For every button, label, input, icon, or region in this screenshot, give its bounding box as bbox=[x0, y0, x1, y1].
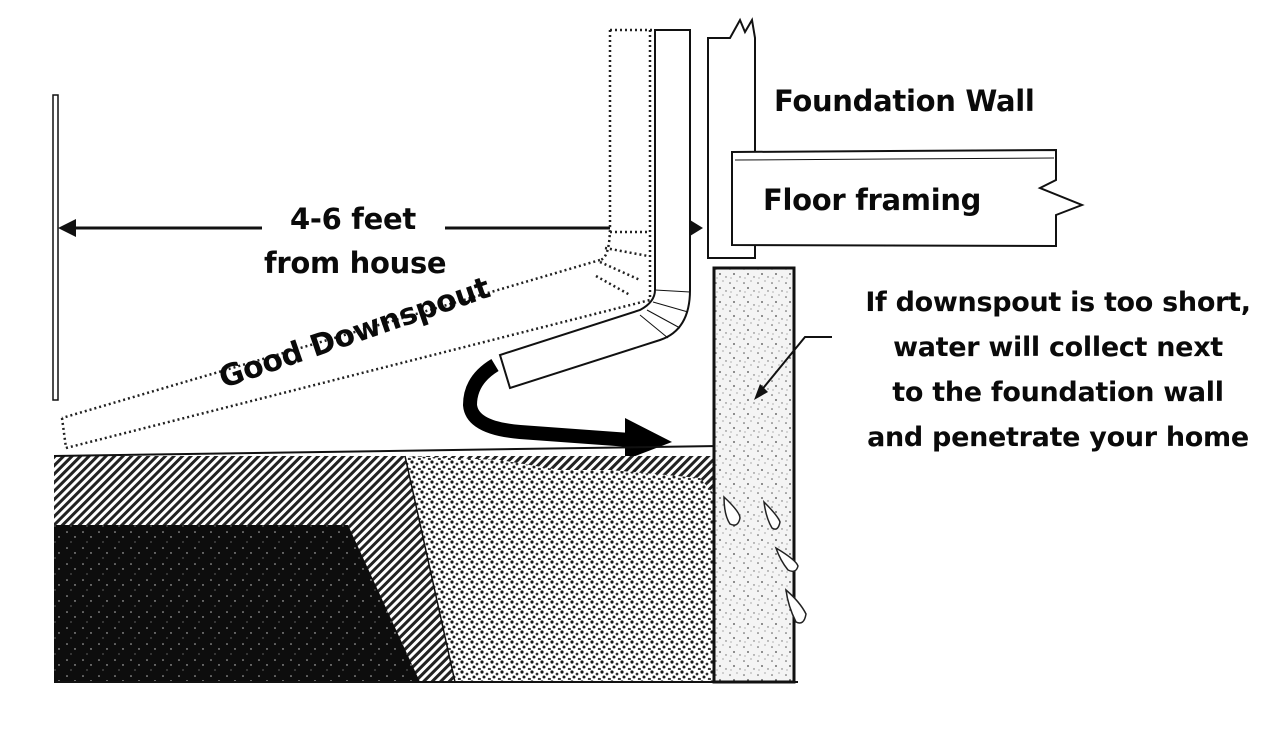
leader-arrow-icon bbox=[754, 336, 832, 400]
distance-label-line-2: from house bbox=[264, 246, 447, 280]
good-downspout-outline bbox=[60, 28, 655, 450]
warning-line: to the foundation wall bbox=[892, 377, 1224, 408]
soil-layer bbox=[53, 445, 798, 683]
warning-line: water will collect next bbox=[893, 332, 1223, 363]
foundation-wall bbox=[712, 266, 796, 684]
warning-line: and penetrate your home bbox=[867, 422, 1249, 453]
distance-arrow-icon bbox=[58, 219, 703, 237]
water-flow-arrow-icon bbox=[462, 358, 672, 460]
boundary-post bbox=[52, 94, 59, 401]
foundation-wall-label: Foundation Wall bbox=[774, 84, 1035, 118]
water-drop-icons bbox=[723, 495, 807, 624]
floor-framing-beam bbox=[731, 148, 1085, 248]
warning-line: If downspout is too short, bbox=[865, 287, 1251, 318]
floor-framing-label: Floor framing bbox=[763, 183, 982, 217]
distance-label-line-1: 4-6 feet bbox=[290, 202, 416, 236]
short-downspout bbox=[498, 29, 691, 390]
